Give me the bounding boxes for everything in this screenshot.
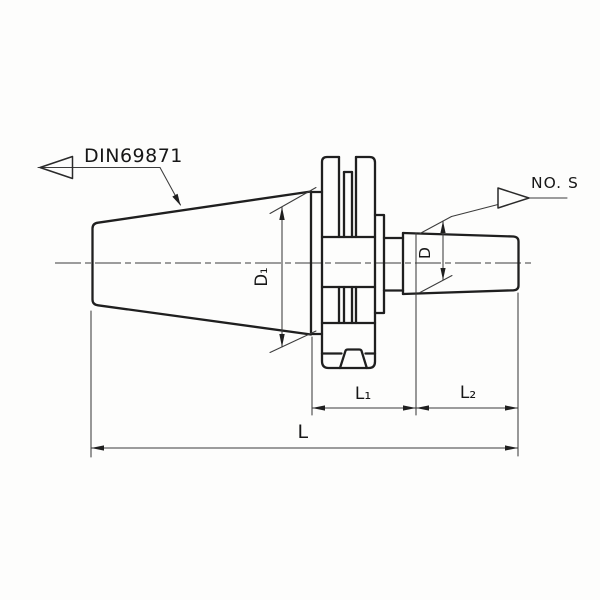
taper-shank-body <box>91 190 313 336</box>
d1-witness-top <box>269 186 317 215</box>
arrowhead-l1-right <box>403 405 416 411</box>
arrowhead-d1-top <box>279 207 285 220</box>
dimension-linework <box>37 166 568 458</box>
arrowhead-d1-bottom <box>279 334 285 347</box>
labels: DIN69871 NO. S D₁ D L₁ L₂ L <box>84 145 579 443</box>
arrowhead-l2-right <box>505 405 518 411</box>
d-witness-top <box>419 215 453 235</box>
flange-outline <box>320 155 377 370</box>
front-collar <box>373 213 386 315</box>
d1-dimension-label: D₁ <box>252 267 271 286</box>
morse-taper-arbor <box>401 231 520 296</box>
l2-dimension-label: L₂ <box>460 383 476 403</box>
view-arrow-right-icon <box>497 187 530 209</box>
shank-collar <box>309 190 324 336</box>
flange-drive-slot-bump <box>338 348 368 370</box>
morse-taper-label: NO. S <box>531 174 579 192</box>
l1-dimension-label: L₁ <box>355 384 371 404</box>
arrowhead-d-bottom <box>440 268 446 280</box>
annotation-arrows <box>39 155 530 209</box>
arrowhead-d-top <box>440 221 446 233</box>
d-dimension-label: D <box>416 247 434 259</box>
nos-leader-slant <box>450 203 499 218</box>
din-standard-label: DIN69871 <box>84 145 183 167</box>
l-dimension-label: L <box>297 421 308 443</box>
arrowhead-din-leader <box>172 193 181 206</box>
arrowhead-l1-left <box>312 405 325 411</box>
arrowhead-l-left <box>91 445 104 451</box>
view-arrow-left-icon <box>39 155 74 180</box>
d-witness-bottom <box>419 274 453 294</box>
d1-witness-bottom <box>269 330 317 354</box>
arrowhead-l-right <box>505 445 518 451</box>
arrowhead-l2-left <box>416 405 429 411</box>
part-outline <box>91 155 520 370</box>
dimension-arrowheads <box>91 193 518 451</box>
